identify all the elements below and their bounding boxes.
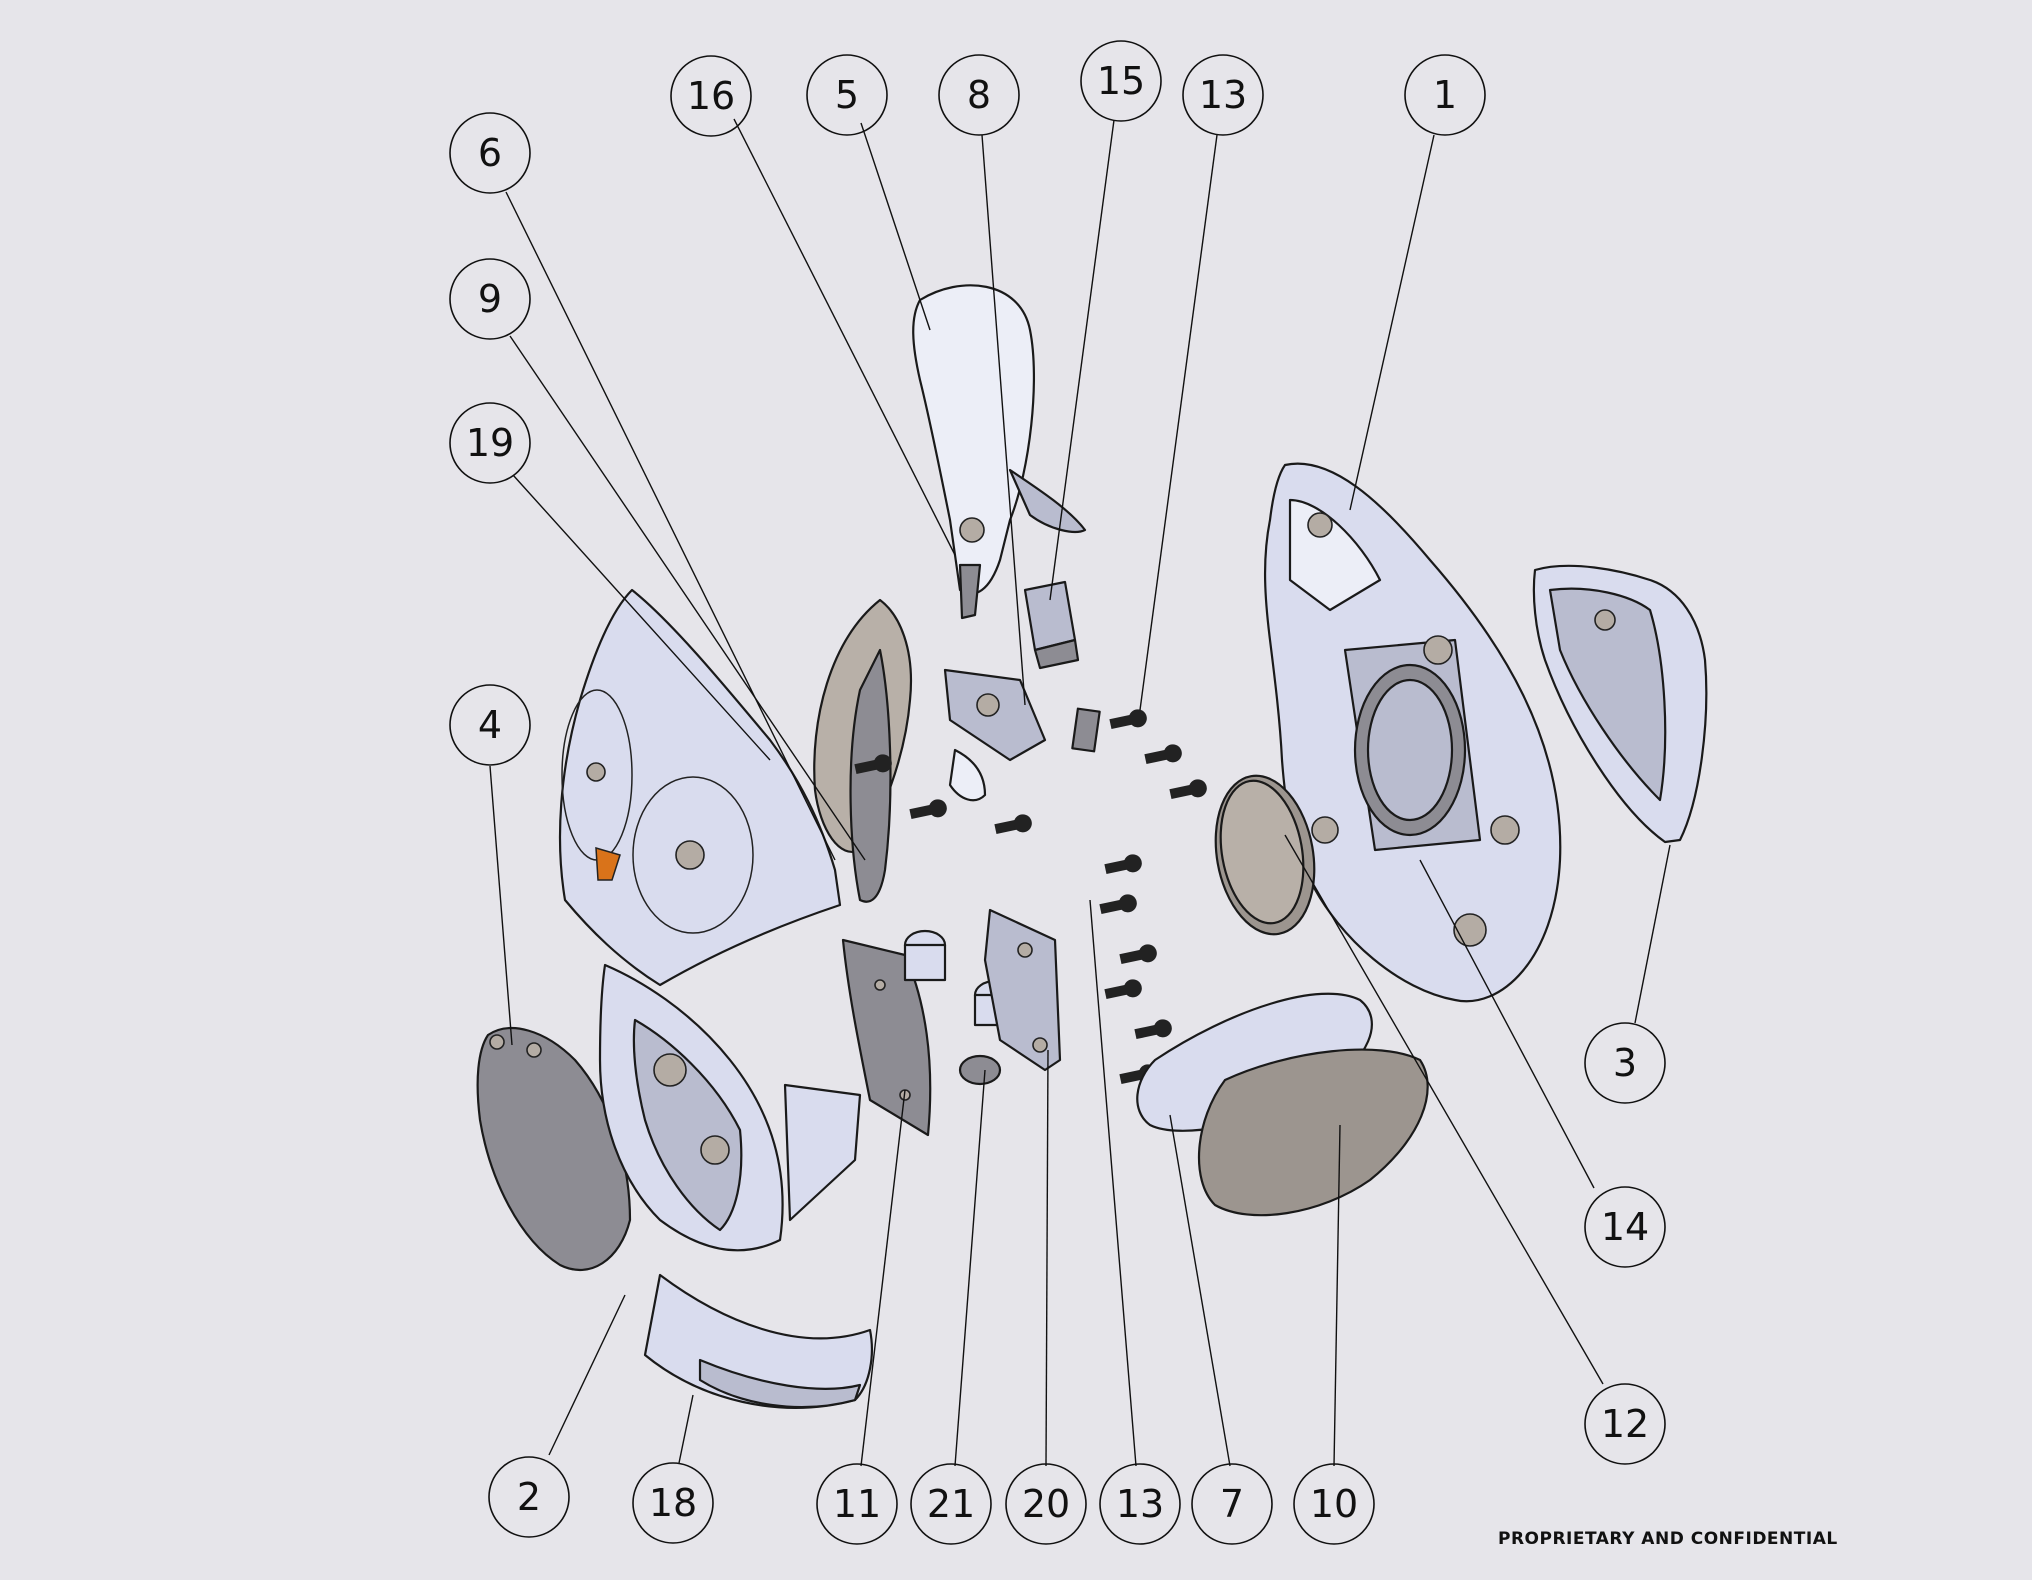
balloon-4: 4 xyxy=(449,684,531,766)
part-2-lower-frame xyxy=(598,963,862,1252)
balloon-3: 3 xyxy=(1584,1022,1666,1104)
part-1-main-housing xyxy=(1263,462,1562,1003)
balloon-10: 10 xyxy=(1293,1463,1375,1545)
svg-text:15: 15 xyxy=(1097,59,1145,103)
part-15-block xyxy=(1023,580,1080,670)
svg-text:5: 5 xyxy=(835,73,859,117)
part-11-plate xyxy=(841,938,932,1137)
svg-text:2: 2 xyxy=(517,1475,541,1519)
svg-text:1: 1 xyxy=(1433,73,1457,117)
svg-text:16: 16 xyxy=(687,74,735,118)
balloon-14: 14 xyxy=(1584,1186,1666,1268)
svg-text:11: 11 xyxy=(833,1482,881,1526)
svg-text:21: 21 xyxy=(927,1482,975,1526)
balloon-13-top: 13 xyxy=(1182,54,1264,136)
balloon-1: 1 xyxy=(1404,54,1486,136)
part-16-bracket xyxy=(943,668,1101,802)
svg-text:13: 13 xyxy=(1199,73,1247,117)
svg-text:10: 10 xyxy=(1310,1482,1358,1526)
svg-text:19: 19 xyxy=(466,421,514,465)
part-10-pad xyxy=(1197,1048,1429,1217)
part-3-back-cover xyxy=(1532,564,1708,844)
proprietary-notice: PROPRIETARY AND CONFIDENTIAL xyxy=(1498,1529,1838,1544)
balloon-21: 21 xyxy=(910,1463,992,1545)
screw-set-13 xyxy=(854,709,1207,1085)
balloon-13-bottom: 13 xyxy=(1099,1463,1181,1545)
part-5-strap xyxy=(912,284,1087,620)
balloon-9: 9 xyxy=(449,258,531,340)
leader-lines xyxy=(489,118,1671,1467)
svg-text:6: 6 xyxy=(478,131,502,175)
balloon-16: 16 xyxy=(670,55,752,137)
part-14-disc xyxy=(1214,774,1316,936)
balloon-7: 7 xyxy=(1191,1463,1273,1545)
part-20-pcb xyxy=(983,908,1062,1072)
svg-text:9: 9 xyxy=(478,277,502,321)
balloon-8: 8 xyxy=(938,54,1020,136)
svg-text:7: 7 xyxy=(1220,1482,1244,1526)
balloon-6: 6 xyxy=(449,112,531,194)
svg-text:13: 13 xyxy=(1116,1482,1164,1526)
balloon-5: 5 xyxy=(806,54,888,136)
balloon-2: 2 xyxy=(488,1456,570,1538)
balloon-20: 20 xyxy=(1005,1463,1087,1545)
balloon-15: 15 xyxy=(1080,40,1162,122)
part-19-front-shell xyxy=(558,588,842,987)
svg-text:3: 3 xyxy=(1613,1041,1637,1085)
svg-text:12: 12 xyxy=(1601,1402,1649,1446)
balloon-11: 11 xyxy=(816,1463,898,1545)
part-6-9-inner-cups xyxy=(813,598,912,903)
svg-text:20: 20 xyxy=(1022,1482,1070,1526)
balloon-12: 12 xyxy=(1584,1383,1666,1465)
balloon-18: 18 xyxy=(632,1462,714,1544)
svg-text:8: 8 xyxy=(967,73,991,117)
svg-text:18: 18 xyxy=(649,1481,697,1525)
svg-text:4: 4 xyxy=(478,703,502,747)
part-4-keypad-cover xyxy=(476,1027,632,1271)
part-18-bottom-cover xyxy=(643,1273,873,1409)
svg-text:14: 14 xyxy=(1601,1205,1649,1249)
balloon-19: 19 xyxy=(449,402,531,484)
